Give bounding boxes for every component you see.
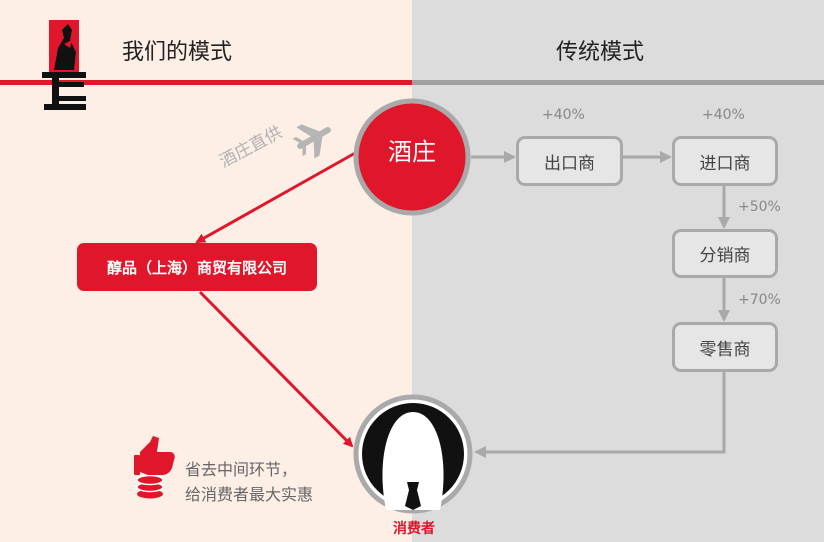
importer-node: 进口商 xyxy=(672,136,778,186)
our-model-header-bar xyxy=(0,80,412,85)
thumbs-up-coins-icon xyxy=(134,436,175,499)
importer-markup: +40% xyxy=(702,107,745,123)
retailer-markup: +70% xyxy=(738,292,781,308)
brand-logo-icon xyxy=(42,20,86,110)
winery-node xyxy=(353,98,471,216)
winery-to-company-arrow xyxy=(195,150,358,244)
slogan-line-1: 省去中间环节， xyxy=(185,460,298,479)
distributor-markup: +50% xyxy=(738,199,781,215)
traditional-model-title: 传统模式 xyxy=(556,40,645,65)
exporter-node: 出口商 xyxy=(516,136,623,186)
retailer-to-consumer-arrow xyxy=(474,372,726,458)
company-to-consumer-arrow xyxy=(198,290,354,448)
winery-label: 酒庄 xyxy=(388,138,436,166)
consumer-avatar-icon xyxy=(353,394,473,514)
traditional-model-header-bar xyxy=(412,80,824,85)
consumer-label: 消费者 xyxy=(393,521,435,537)
retailer-node: 零售商 xyxy=(672,322,778,372)
exporter-markup: +40% xyxy=(542,107,585,123)
airplane-icon xyxy=(292,124,331,159)
company-node: 醇品（上海）商贸有限公司 xyxy=(77,243,317,291)
our-model-title: 我们的模式 xyxy=(122,40,233,65)
distributor-node: 分销商 xyxy=(672,229,778,278)
slogan-line-2: 给消费者最大实惠 xyxy=(185,485,314,504)
